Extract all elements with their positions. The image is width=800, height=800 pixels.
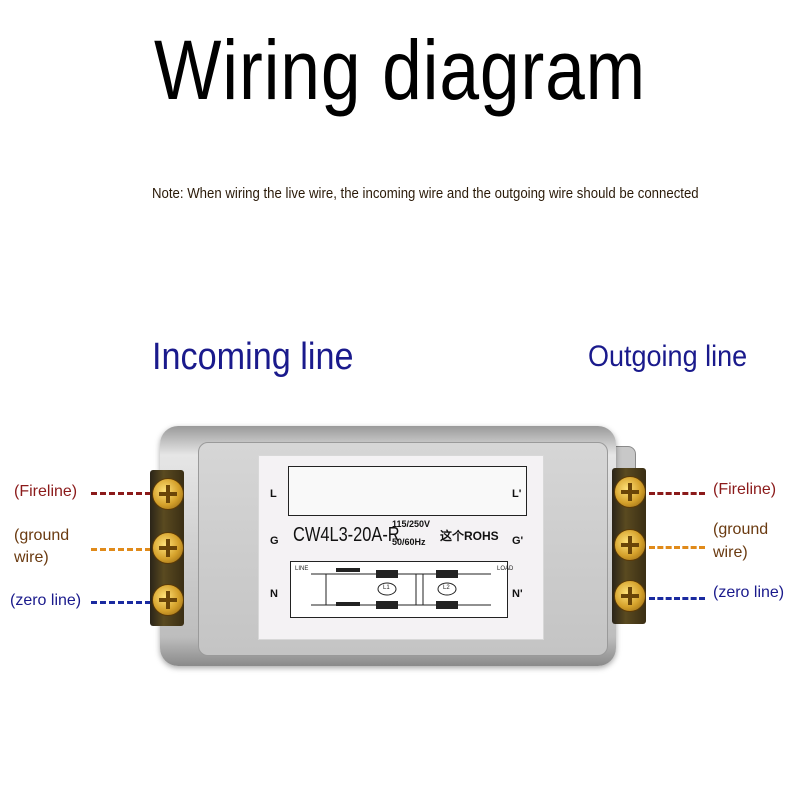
page-title: Wiring diagram [153, 23, 646, 117]
left-ground-wire [91, 548, 151, 551]
coil-l1-label: L1 [383, 585, 390, 591]
left-fire-screw-icon[interactable] [152, 478, 184, 510]
left-ground-label-1: (ground [14, 527, 70, 544]
left-fireline-label: (Fireline) [14, 483, 78, 500]
outgoing-line-heading: Outgoing line [588, 340, 748, 373]
left-ground-label-2: wire) [14, 549, 49, 566]
right-ground-label-2: wire) [713, 544, 748, 561]
schematic-drawing [311, 568, 491, 609]
right-fireline-label: (Fireline) [713, 481, 777, 498]
rohs-mark: 这个ROHS [440, 529, 499, 543]
left-fire-wire [91, 492, 151, 495]
right-ground-screw-icon[interactable] [614, 529, 646, 561]
circuit-schematic: LINE LOAD L1 L2 [290, 561, 514, 618]
label-blank-box [288, 466, 527, 516]
terminal-g-label: G [270, 535, 279, 547]
voltage-rating: 115/250V [392, 519, 431, 529]
terminal-g-prime-label: G' [512, 535, 524, 547]
right-ground-wire [649, 546, 705, 549]
wiring-note: Note: When wiring the live wire, the inc… [152, 185, 699, 202]
left-zero-screw-icon[interactable] [152, 584, 184, 616]
terminal-n-label: N [270, 588, 278, 600]
model-number: CW4L3-20A-R [293, 524, 400, 546]
right-zero-screw-icon[interactable] [614, 580, 646, 612]
left-ground-screw-icon[interactable] [152, 532, 184, 564]
terminal-l-prime-label: L' [512, 488, 522, 500]
terminal-l-label: L [270, 488, 277, 500]
coil-l2-label: L2 [443, 585, 450, 591]
schematic-line-label: LINE [295, 566, 309, 572]
terminal-n-prime-label: N' [512, 588, 523, 600]
incoming-line-heading: Incoming line [152, 336, 354, 378]
right-zero-wire [649, 597, 705, 600]
right-fire-screw-icon[interactable] [614, 476, 646, 508]
schematic-load-label: LOAD [497, 566, 514, 572]
right-fire-wire [649, 492, 705, 495]
left-zero-wire [91, 601, 151, 604]
right-ground-label-1: (ground [713, 521, 769, 538]
left-zero-label: (zero line) [10, 592, 82, 609]
frequency-rating: 50/60Hz [392, 537, 426, 547]
right-zero-label: (zero line) [713, 584, 785, 601]
